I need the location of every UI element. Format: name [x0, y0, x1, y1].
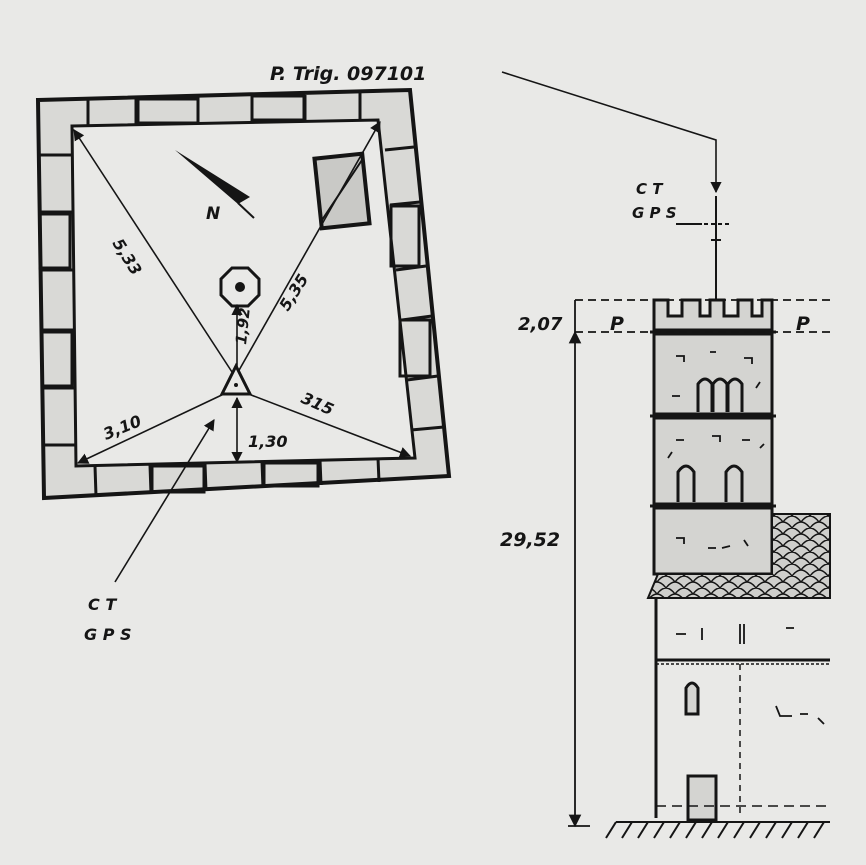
dimension-lines	[568, 299, 830, 828]
tower-elevation: C T G P S	[500, 180, 831, 839]
plan-gps-ct-label: C T	[88, 595, 117, 614]
lower-building	[654, 598, 830, 822]
ground-line	[605, 821, 830, 839]
tower-plan: N 5,33 5,35 3,10 315 1,92 1,30 C T G P S	[35, 87, 452, 644]
elev-gps-ct-label: C T	[636, 180, 664, 198]
tower-windows	[676, 377, 744, 716]
elev-p-left-label: P	[610, 313, 624, 335]
elev-gps-label: G P S	[632, 204, 677, 222]
roof-tiles	[646, 513, 831, 599]
plan-station-triangle	[219, 362, 253, 396]
trig-leader: P. Trig. 097101	[270, 63, 722, 194]
elev-p-right-label: P	[796, 313, 810, 335]
battlements	[652, 298, 774, 332]
dist-n-label: 1,92	[232, 307, 254, 346]
plan-gps-label: G P S	[84, 625, 132, 644]
height-top-label: 2,07	[518, 314, 563, 335]
dist-s-label: 1,30	[248, 432, 287, 451]
height-main-label: 29,52	[500, 529, 560, 551]
plan-wall-blocks	[38, 93, 445, 497]
trig-label: P. Trig. 097101	[270, 63, 426, 85]
north-arrow: N	[175, 150, 255, 224]
plan-measure-lines	[73, 121, 412, 583]
north-label: N	[206, 204, 220, 224]
